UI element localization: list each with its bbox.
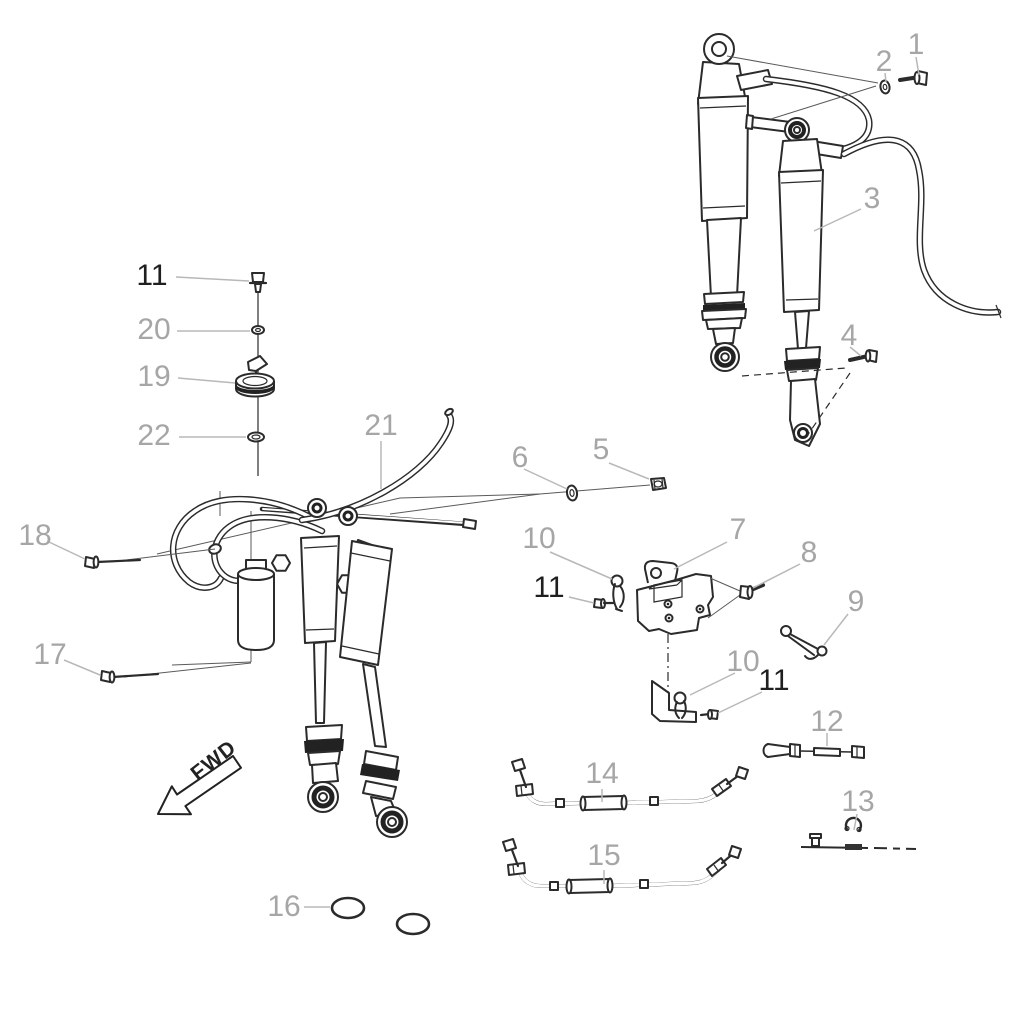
reservoir [237, 559, 275, 651]
clamp-10-upper [610, 574, 625, 612]
part-label-10-upper: 10 [522, 522, 556, 555]
o-rings-16 [330, 896, 431, 936]
shock-absorber-rear [745, 75, 1002, 447]
fastener-column [235, 272, 275, 476]
part-label-12: 12 [810, 705, 844, 738]
clip-13 [800, 816, 917, 850]
bolt-11-lower [699, 709, 719, 720]
cable-15 [502, 838, 742, 895]
bolt-11-mid [593, 598, 615, 609]
part-label-20: 20 [137, 313, 171, 346]
part-label-11-top: 11 [136, 259, 168, 292]
leader-lines [48, 56, 920, 908]
part-label-1: 1 [907, 28, 925, 61]
part-label-6: 6 [511, 441, 529, 474]
part-label-19: 19 [137, 360, 171, 393]
washer-20 [251, 325, 265, 335]
center-shock-right [339, 540, 408, 838]
part-label-8: 8 [800, 536, 818, 569]
cap-19 [235, 355, 275, 398]
bolt-17 [100, 662, 252, 684]
shock-absorber-front [697, 33, 773, 372]
bolt-11-top [248, 272, 268, 293]
part-label-9: 9 [847, 585, 865, 618]
center-shock-left [300, 535, 344, 813]
mounting-bracket-7 [636, 560, 741, 635]
part-label-11-lower: 11 [758, 664, 790, 697]
part-label-2: 2 [875, 45, 893, 78]
bolt-1 [726, 55, 928, 120]
cable-12 [762, 743, 865, 759]
bracket-lower [651, 680, 697, 723]
part-label-4: 4 [840, 319, 858, 352]
part-label-11-mid: 11 [533, 571, 565, 604]
part-label-18: 18 [18, 519, 52, 552]
part-label-13: 13 [841, 785, 875, 818]
part-label-10-lower: 10 [726, 645, 760, 678]
washer-2 [879, 79, 891, 95]
part-label-3: 3 [863, 182, 881, 215]
nut-5 [650, 477, 667, 491]
bolt-8 [739, 583, 765, 600]
part-label-14: 14 [585, 757, 619, 790]
washer-6-nut-5 [389, 477, 667, 515]
central-shock-assembly [170, 407, 477, 838]
part-label-5: 5 [592, 433, 610, 466]
bolt-4 [741, 349, 878, 437]
o-ring-22 [247, 431, 265, 443]
bolt-18 [84, 548, 216, 569]
part-label-16: 16 [267, 890, 301, 923]
cable-14 [511, 758, 749, 812]
fwd-arrow [157, 755, 242, 816]
washer-6 [565, 484, 579, 502]
part-label-15: 15 [587, 839, 621, 872]
spring-clip-9 [780, 625, 828, 660]
part-label-21: 21 [364, 409, 398, 442]
part-label-7: 7 [729, 513, 747, 546]
part-label-17: 17 [33, 638, 67, 671]
part-label-22: 22 [137, 419, 171, 452]
